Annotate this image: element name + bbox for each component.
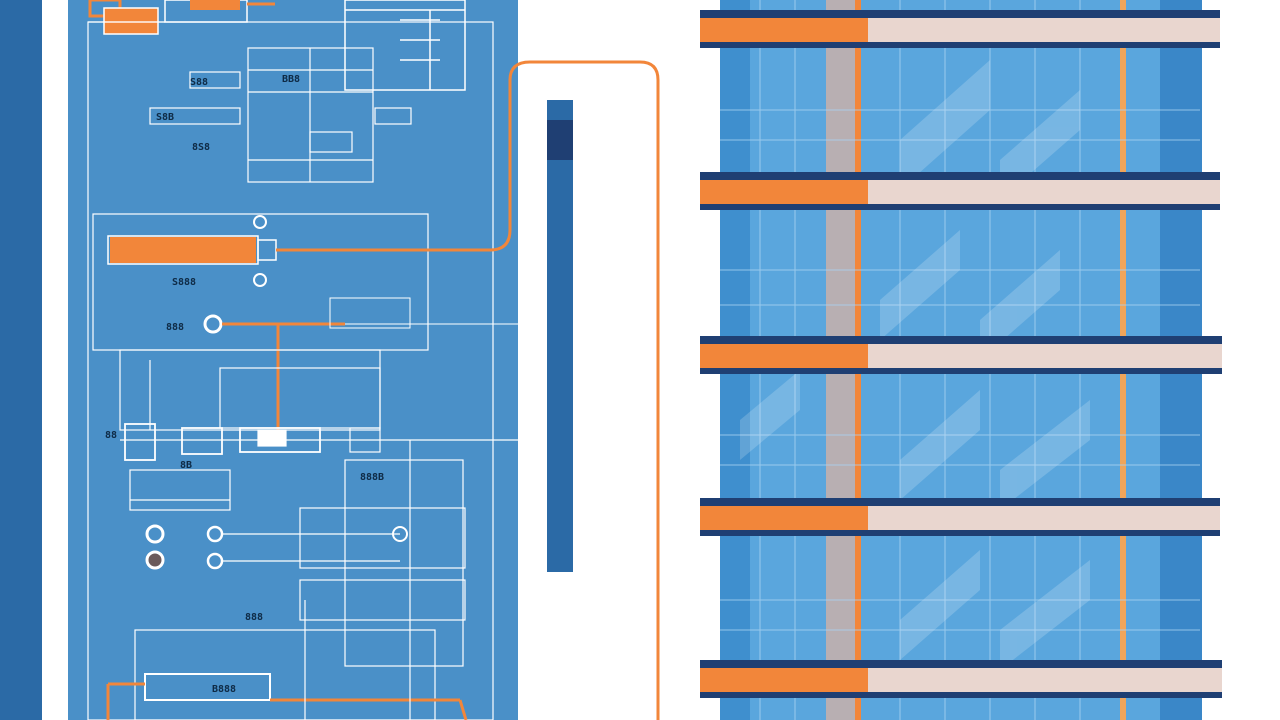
blueprint-label: S888: [172, 277, 196, 288]
blueprint-label: BB8: [282, 74, 300, 85]
blueprint-left-gap: [42, 0, 68, 720]
glass-building: [700, 0, 1222, 720]
blueprint-label: 888: [166, 322, 184, 333]
switch-line: [203, 281, 641, 440]
blueprint-label: B888: [212, 684, 236, 695]
lower-circuit: [106, 349, 640, 720]
vertical-blue-bar: [547, 100, 573, 572]
blueprint-label: 8S8: [192, 142, 210, 153]
floor-slab: [700, 10, 1220, 48]
node-icon: [253, 215, 267, 229]
floor-slab: [700, 498, 1220, 536]
blueprint-panel: S88 BB8 S8B 8S8 S888 888 88 8B 888B 888 …: [0, 0, 660, 720]
blueprint-left-strip: [0, 0, 42, 720]
blueprint-label: S88: [190, 77, 208, 88]
floor-slab: [700, 172, 1220, 210]
blueprint-label: 888B: [360, 472, 384, 483]
orange-indicator-bar: [110, 237, 256, 263]
blueprint-label: 888: [245, 612, 263, 623]
vertical-bar-cap: [547, 120, 573, 160]
blueprint-label: S8B: [156, 112, 174, 123]
circuit-frame: [87, 21, 494, 720]
power-module: [92, 60, 660, 720]
floor-slab: [700, 660, 1222, 698]
floor-slab: [700, 336, 1222, 374]
node-icon: [253, 273, 267, 287]
blueprint-background: [68, 0, 518, 720]
middle-column: [547, 100, 573, 572]
top-chip: [88, 0, 466, 91]
glass-reflections: [740, 60, 1090, 670]
blueprint-labels: S88 BB8 S8B 8S8 S888 888 88 8B 888B 888 …: [105, 74, 384, 695]
blueprint-label: 8B: [180, 460, 192, 471]
blueprint-label: 88: [105, 430, 117, 441]
